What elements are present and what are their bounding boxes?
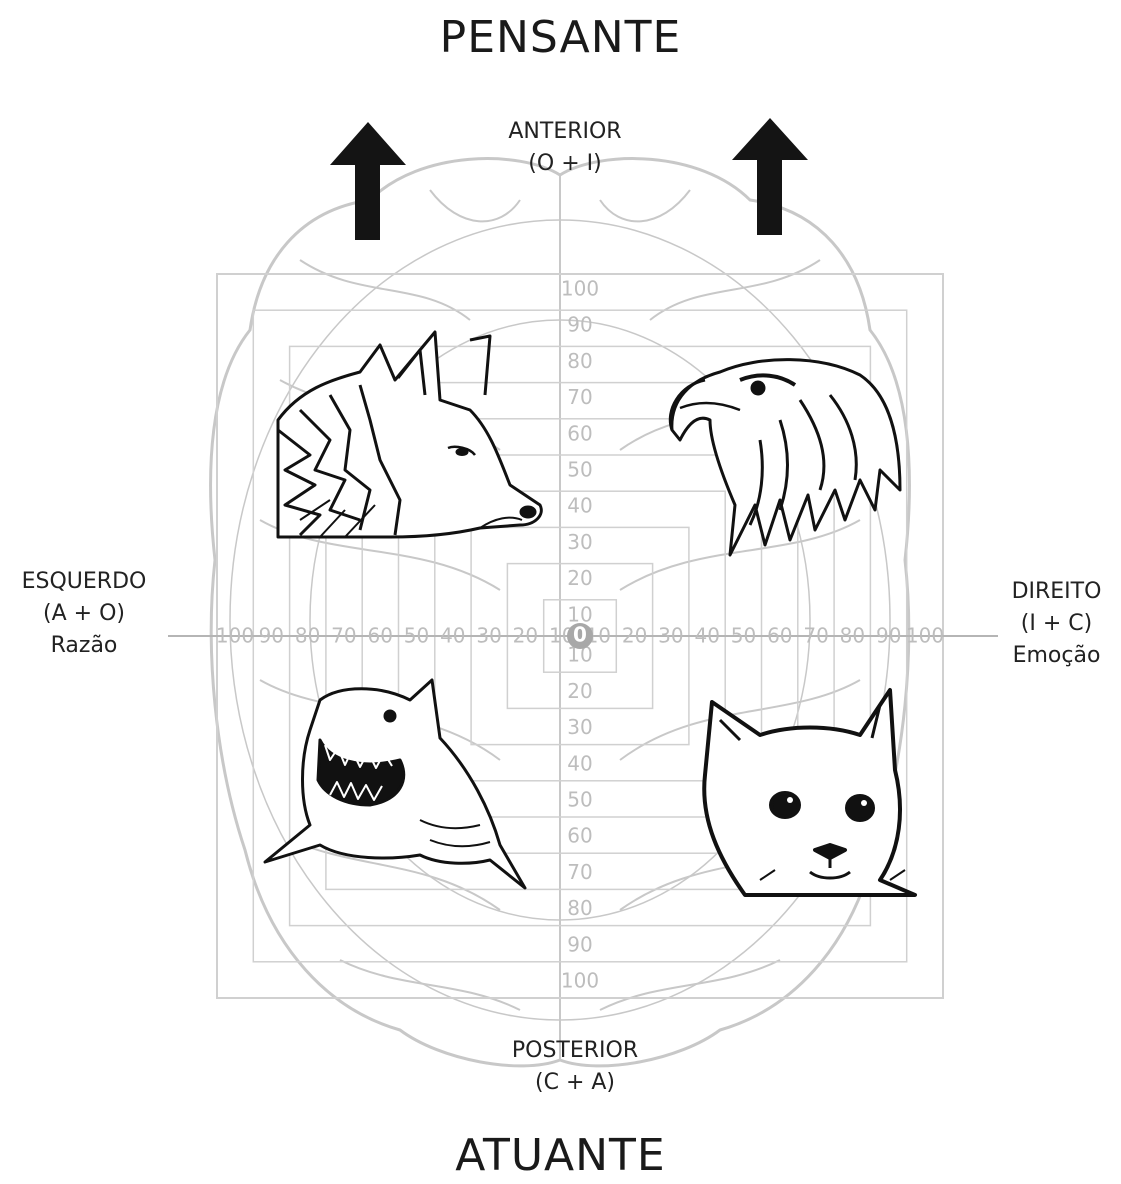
direito-trait: Emoção — [992, 640, 1121, 672]
scale-tick-label: 60 — [367, 624, 392, 648]
shark-icon — [265, 680, 525, 888]
scale-tick-label: 50 — [404, 624, 429, 648]
scale-tick-label: 30 — [567, 530, 592, 554]
scale-tick-label: 40 — [567, 751, 592, 775]
scale-tick-label: 90 — [259, 624, 284, 648]
posterior-formula: (C + A) — [470, 1067, 680, 1099]
scale-tick-label: 40 — [567, 494, 592, 518]
scale-tick-label: 60 — [567, 421, 592, 445]
scale-tick-label: 70 — [567, 385, 592, 409]
top-category-label: PENSANTE — [0, 12, 1121, 63]
direito-label: DIREITO (I + C) Emoção — [992, 576, 1121, 672]
anterior-formula: (O + I) — [460, 148, 670, 180]
scale-tick-label: 40 — [694, 624, 719, 648]
scale-tick-label: 20 — [513, 624, 538, 648]
scale-tick-label: 70 — [567, 860, 592, 884]
direito-formula: (I + C) — [992, 608, 1121, 640]
posterior-name: POSTERIOR — [470, 1035, 680, 1067]
anterior-name: ANTERIOR — [460, 116, 670, 148]
scale-tick-label: 70 — [331, 624, 356, 648]
scale-tick-label: 50 — [567, 458, 592, 482]
scale-tick-label: 20 — [567, 566, 592, 590]
scale-tick-label: 20 — [567, 679, 592, 703]
esquerdo-label: ESQUERDO (A + O) Razão — [0, 566, 168, 662]
scale-tick-label: 50 — [731, 624, 756, 648]
arrow-up-right-icon — [732, 118, 808, 235]
wolf-icon — [278, 332, 541, 537]
scale-tick-label: 100 — [561, 277, 599, 301]
scale-tick-label: 20 — [622, 624, 647, 648]
bottom-category-label: ATUANTE — [0, 1130, 1121, 1181]
scale-tick-label: 80 — [840, 624, 865, 648]
scale-tick-label: 80 — [295, 624, 320, 648]
esquerdo-trait: Razão — [0, 630, 168, 662]
scale-tick-label: 100 — [906, 624, 944, 648]
scale-tick-label: 80 — [567, 896, 592, 920]
direito-name: DIREITO — [992, 576, 1121, 608]
scale-tick-label: 50 — [567, 788, 592, 812]
scale-tick-label: 90 — [567, 932, 592, 956]
anterior-label: ANTERIOR (O + I) — [460, 116, 670, 180]
scale-tick-label: 80 — [567, 349, 592, 373]
scale-tick-label: 60 — [767, 624, 792, 648]
scale-tick-label: 30 — [567, 715, 592, 739]
scale-tick-label: 30 — [476, 624, 501, 648]
eagle-icon — [670, 360, 900, 555]
cat-icon — [704, 690, 915, 895]
scale-tick-label: 70 — [803, 624, 828, 648]
scale-tick-label: 30 — [658, 624, 683, 648]
scale-tick-label: 90 — [567, 313, 592, 337]
posterior-label: POSTERIOR (C + A) — [470, 1035, 680, 1099]
esquerdo-name: ESQUERDO — [0, 566, 168, 598]
scale-tick-label: 90 — [876, 624, 901, 648]
scale-tick-label: 100 — [216, 624, 254, 648]
scale-tick-label: 40 — [440, 624, 465, 648]
scale-tick-label: 60 — [567, 824, 592, 848]
scale-tick-label: 0 — [573, 623, 587, 647]
esquerdo-formula: (A + O) — [0, 598, 168, 630]
scale-tick-label: 100 — [561, 969, 599, 993]
